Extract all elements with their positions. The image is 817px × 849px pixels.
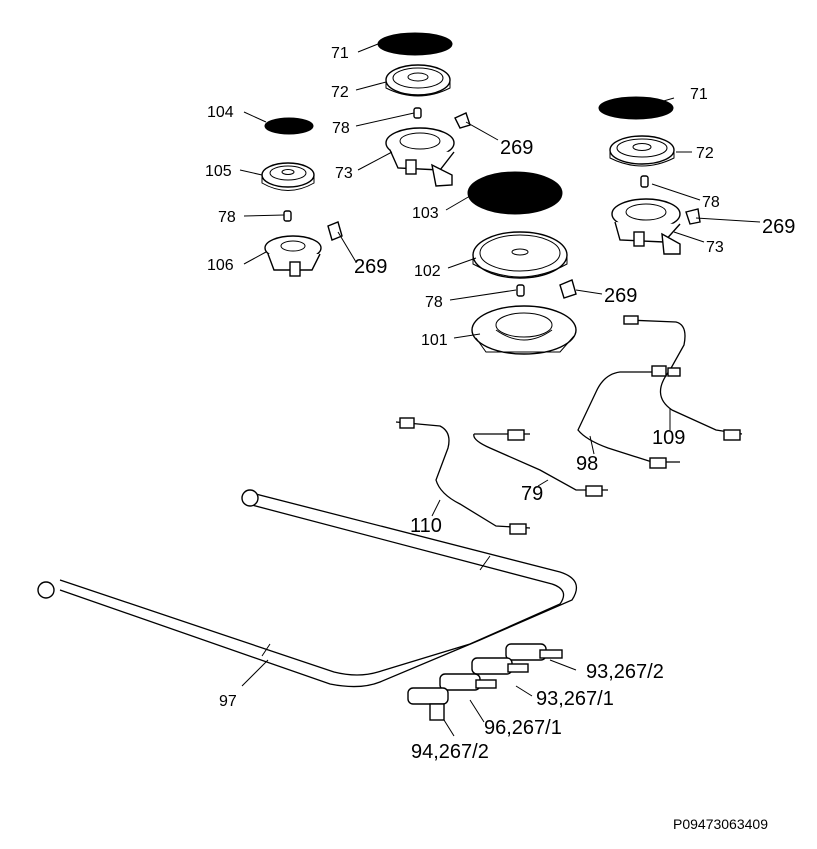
burner-cap-103	[467, 171, 563, 215]
injector-78-b	[283, 210, 292, 222]
label-94-267-2: 94,267/2	[411, 741, 489, 763]
burner-cap-104	[264, 117, 314, 135]
label-71-right: 71	[690, 86, 708, 103]
label-79: 79	[521, 483, 543, 505]
burner-body-73-right	[611, 198, 681, 255]
gas-pipe-109	[627, 319, 743, 435]
pipe-fittings	[399, 315, 741, 535]
leader-lines	[239, 43, 761, 737]
label-73-right: 73	[706, 239, 724, 256]
flame-spreader-72-left	[385, 64, 451, 97]
label-269-b: 269	[354, 256, 387, 278]
part-labels: 71 72 78 269 73 104 105 78 106 269 71 72…	[205, 45, 795, 832]
injector-78-c	[640, 175, 649, 188]
main-gas-rail-97	[37, 489, 578, 688]
burner-body-106	[264, 235, 322, 277]
gas-pipe-110	[395, 421, 531, 529]
label-72-right: 72	[696, 145, 714, 162]
label-110: 110	[410, 515, 442, 537]
burner-cap-71-right	[598, 96, 674, 120]
label-269-a: 269	[500, 137, 533, 159]
label-72-left: 72	[331, 84, 349, 101]
bracket-269-a	[454, 112, 471, 129]
injector-78-a	[413, 107, 422, 119]
bracket-269-b	[327, 221, 343, 241]
label-101: 101	[421, 332, 448, 349]
label-78-b: 78	[218, 209, 236, 226]
label-78-c: 78	[702, 194, 720, 211]
burner-body-73-left	[385, 127, 455, 187]
label-97: 97	[219, 693, 237, 710]
label-102: 102	[414, 263, 441, 280]
injector-78-d	[516, 284, 525, 297]
burner-body-101	[471, 305, 577, 355]
label-78-d: 78	[425, 294, 443, 311]
label-96-267-1: 96,267/1	[484, 717, 562, 739]
bracket-269-c	[685, 208, 701, 225]
label-103: 103	[412, 205, 439, 222]
label-93-267-2: 93,267/2	[586, 661, 664, 683]
label-73-left: 73	[335, 165, 353, 182]
flame-spreader-102	[472, 231, 568, 279]
label-71-left: 71	[331, 45, 349, 62]
label-109: 109	[652, 427, 685, 449]
burner-cap-71-left	[377, 32, 453, 56]
bracket-269-d	[559, 279, 577, 299]
gas-pipe-98	[577, 371, 680, 463]
flame-spreader-72-right	[609, 135, 675, 167]
label-98: 98	[576, 453, 598, 475]
label-106: 106	[207, 257, 234, 274]
label-269-d: 269	[604, 285, 637, 307]
label-78-a: 78	[332, 120, 350, 137]
flame-spreader-105	[261, 162, 315, 191]
label-269-c: 269	[762, 216, 795, 238]
drawing-reference-number: P09473063409	[673, 816, 768, 832]
label-105: 105	[205, 163, 232, 180]
label-104: 104	[207, 104, 234, 121]
label-93-267-1: 93,267/1	[536, 688, 614, 710]
gas-valves	[407, 643, 563, 721]
